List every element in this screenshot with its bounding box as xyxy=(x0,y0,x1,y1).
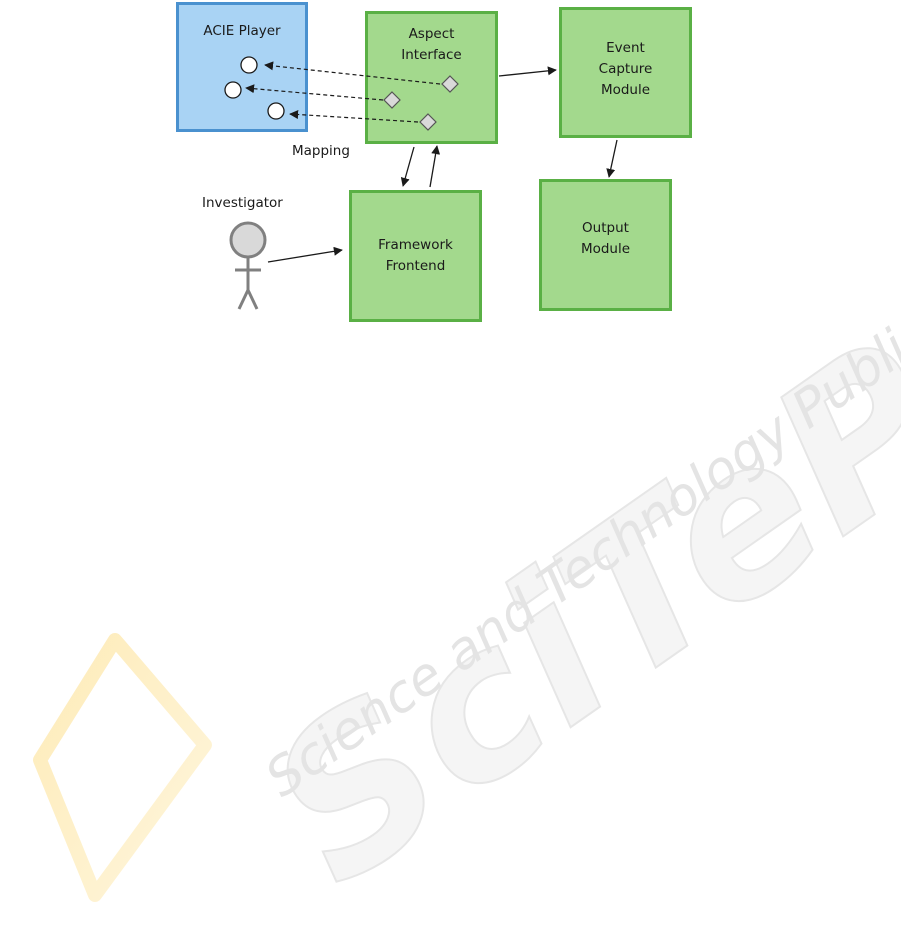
arrow-event-capture-to-output xyxy=(609,140,617,177)
arrow-aspect-to-frontend xyxy=(403,147,414,186)
arrow-aspect-to-event-capture xyxy=(499,70,556,76)
arrow-investigator-to-frontend xyxy=(268,250,342,262)
aspect-joinpoint-diamond-2 xyxy=(384,92,400,108)
acie-element-circle-1 xyxy=(241,57,257,73)
aspect-joinpoint-diamond-3 xyxy=(420,114,436,130)
mapping-arrow-2 xyxy=(246,88,383,100)
mapping-arrow-1 xyxy=(265,65,440,84)
mapping-arrow-3 xyxy=(290,114,418,122)
acie-element-circle-3 xyxy=(268,103,284,119)
acie-element-circle-2 xyxy=(225,82,241,98)
investigator-actor-icon xyxy=(231,223,265,309)
aspect-joinpoint-diamond-1 xyxy=(442,76,458,92)
arrow-frontend-to-aspect xyxy=(430,146,437,187)
